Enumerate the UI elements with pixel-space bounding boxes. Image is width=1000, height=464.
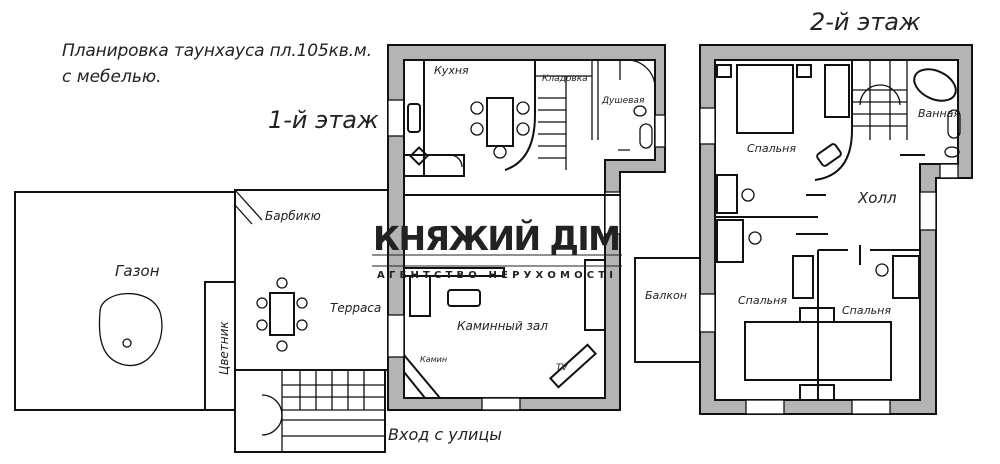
floor2-windows xyxy=(699,107,959,415)
sink-icon xyxy=(407,103,421,133)
plan-title-line1: Планировка таунхауса пл.105кв.м. xyxy=(62,41,372,61)
balcony: Балкон xyxy=(634,257,701,363)
lawn-label: Газон xyxy=(115,262,160,280)
armchair xyxy=(816,143,842,167)
bbq-label: Барбикю xyxy=(265,209,321,223)
flowerbed-label: Цветник xyxy=(217,321,231,375)
stairs-floor1: Кладовка xyxy=(535,60,593,170)
toilet-icon xyxy=(944,146,960,158)
terrace-table xyxy=(269,292,295,336)
fireplace-hall-label: Каминный зал xyxy=(457,319,548,333)
hall-label: Холл xyxy=(857,189,897,207)
bedroom3-label: Спальня xyxy=(842,304,891,317)
floor2-walls xyxy=(699,44,973,415)
toilet-icon xyxy=(633,105,647,117)
terrace-chairs xyxy=(256,277,308,352)
pantry-label: Кладовка xyxy=(542,74,588,84)
kitchen-label: Кухня xyxy=(434,64,469,77)
kitchen: Кухня xyxy=(403,59,536,177)
sink-icon xyxy=(947,109,961,139)
fireplace-hall: Каминный зал Камин TV xyxy=(403,194,620,399)
floor1-heading: 1-й этаж xyxy=(268,106,379,134)
tree-icon xyxy=(98,292,163,367)
bathroom-label: Ванная xyxy=(918,107,960,120)
fireplace-icon xyxy=(403,354,441,399)
bedrooms-2-3: Спальня Спальня xyxy=(716,219,920,401)
hall: Холл xyxy=(715,189,897,235)
flowerbed-area: Цветник xyxy=(204,281,236,411)
bedroom-1: Спальня xyxy=(716,60,853,214)
terrace-area: Барбикю Терраса xyxy=(234,189,389,371)
coffee-table xyxy=(447,289,481,307)
tv-label: TV xyxy=(556,363,568,373)
stairs-floor2 xyxy=(852,60,908,140)
balcony-label: Балкон xyxy=(645,289,687,302)
terrace-label: Терраса xyxy=(330,301,381,315)
shower-tray-icon xyxy=(639,123,653,149)
watermark-name: КНЯЖИЙ ДІМ xyxy=(373,218,621,258)
bathroom: Ванная xyxy=(900,68,961,158)
fireplace-label: Камин xyxy=(420,355,447,364)
bedroom2-label: Спальня xyxy=(738,294,787,307)
lawn-area: Газон xyxy=(14,191,236,411)
watermark-logo: КНЯЖИЙ ДІМ АГЕНТСТВО НЕРУХОМОСТІ xyxy=(372,218,622,281)
bathtub-icon xyxy=(913,68,957,102)
shower-room: Душевая xyxy=(597,59,656,151)
floor2-heading: 2-й этаж xyxy=(810,8,921,36)
bbq-icon xyxy=(234,189,263,225)
bedroom1-label: Спальня xyxy=(747,142,796,155)
entrance-label: Вход с улицы xyxy=(388,425,502,444)
stove-icon xyxy=(409,146,429,166)
kitchen-table xyxy=(486,97,514,147)
bed xyxy=(736,64,794,134)
watermark-subtitle: АГЕНТСТВО НЕРУХОМОСТІ xyxy=(377,270,617,281)
entrance-stairs: Вход с улицы xyxy=(234,369,502,453)
plan-title-line2: с мебелью. xyxy=(62,67,162,87)
shower-label: Душевая xyxy=(601,96,645,106)
floor1-windows xyxy=(387,99,666,411)
tv-icon xyxy=(548,343,598,389)
kitchen-chairs xyxy=(470,101,530,159)
